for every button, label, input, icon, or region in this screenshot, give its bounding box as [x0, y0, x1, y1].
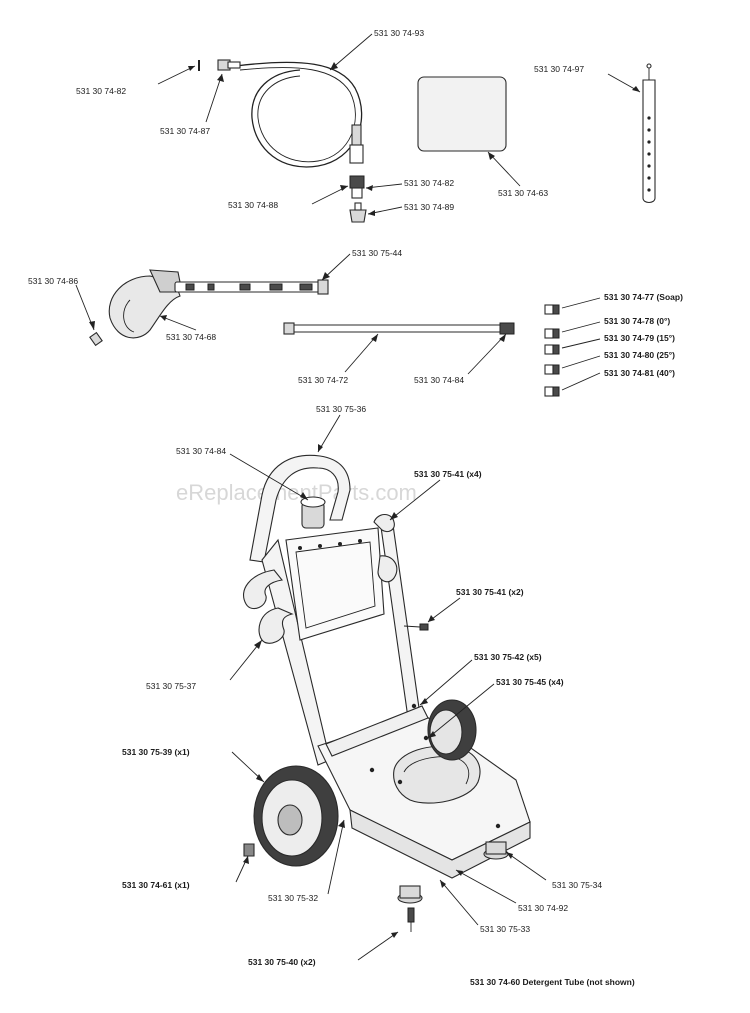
callout-531-30-74-88: 531 30 74-88	[228, 200, 278, 210]
callout-531-30-74-79: 531 30 74-79 (15°)	[604, 333, 675, 343]
callout-531-30-74-87: 531 30 74-87	[160, 126, 210, 136]
callout-531-30-75-32: 531 30 75-32	[268, 893, 318, 903]
watermark: eReplacementParts.com	[176, 480, 417, 505]
hose-assembly	[198, 59, 364, 168]
extension-wand	[283, 322, 515, 335]
callout-531-30-75-42-x5: 531 30 75-42 (x5)	[474, 652, 542, 662]
spray-gun	[89, 269, 329, 347]
detergent-siphon-tube	[642, 63, 656, 204]
callout-531-30-74-97: 531 30 74-97	[534, 64, 584, 74]
callout-531-30-74-61-x1: 531 30 74-61 (x1)	[122, 880, 190, 890]
callout-531-30-74-80: 531 30 74-80 (25°)	[604, 350, 675, 360]
leader-arrowheads	[89, 62, 640, 938]
callout-531-30-74-63: 531 30 74-63	[498, 188, 548, 198]
callout-531-30-75-37: 531 30 75-37	[146, 681, 196, 691]
callout-531-30-75-41-x2: 531 30 75-41 (x2)	[456, 587, 524, 597]
callout-531-30-74-81: 531 30 74-81 (40°)	[604, 368, 675, 378]
callout-531-30-75-40-x2: 531 30 75-40 (x2)	[248, 957, 316, 967]
callout-531-30-74-77-soap: 531 30 74-77 (Soap)	[604, 292, 683, 302]
callout-531-30-74-92: 531 30 74-92	[518, 903, 568, 913]
callout-531-30-74-82-coupler: 531 30 74-82	[404, 178, 454, 188]
callout-531-30-75-34: 531 30 75-34	[552, 880, 602, 890]
callout-531-30-75-44: 531 30 75-44	[352, 248, 402, 258]
foam-pad	[417, 76, 507, 152]
callout-labels: 531 30 74-93 531 30 74-82 531 30 74-87 5…	[28, 28, 683, 967]
cart-frame	[243, 454, 531, 932]
front-wheel-left	[253, 765, 339, 867]
callout-531-30-74-84-cart: 531 30 74-84	[176, 446, 226, 456]
callout-531-30-74-86: 531 30 74-86	[28, 276, 78, 286]
callout-531-30-74-82-hose: 531 30 74-82	[76, 86, 126, 96]
callout-531-30-75-39-x1: 531 30 75-39 (x1)	[122, 747, 190, 757]
callout-531-30-75-36: 531 30 75-36	[316, 404, 366, 414]
callout-531-30-74-72: 531 30 74-72	[298, 375, 348, 385]
callout-531-30-75-45-x4: 531 30 75-45 (x4)	[496, 677, 564, 687]
nozzle-tips	[544, 304, 560, 397]
coupler-fittings	[349, 175, 367, 223]
callout-531-30-74-78: 531 30 74-78 (0°)	[604, 316, 670, 326]
callout-531-30-74-84-wand: 531 30 74-84	[414, 375, 464, 385]
callout-531-30-74-89: 531 30 74-89	[404, 202, 454, 212]
callout-531-30-75-41-x4: 531 30 75-41 (x4)	[414, 469, 482, 479]
footer-note: 531 30 74-60 Detergent Tube (not shown)	[470, 977, 635, 987]
callout-531-30-74-68: 531 30 74-68	[166, 332, 216, 342]
callout-531-30-74-93: 531 30 74-93	[374, 28, 424, 38]
rear-wheel-right	[427, 699, 477, 761]
callout-531-30-75-33: 531 30 75-33	[480, 924, 530, 934]
